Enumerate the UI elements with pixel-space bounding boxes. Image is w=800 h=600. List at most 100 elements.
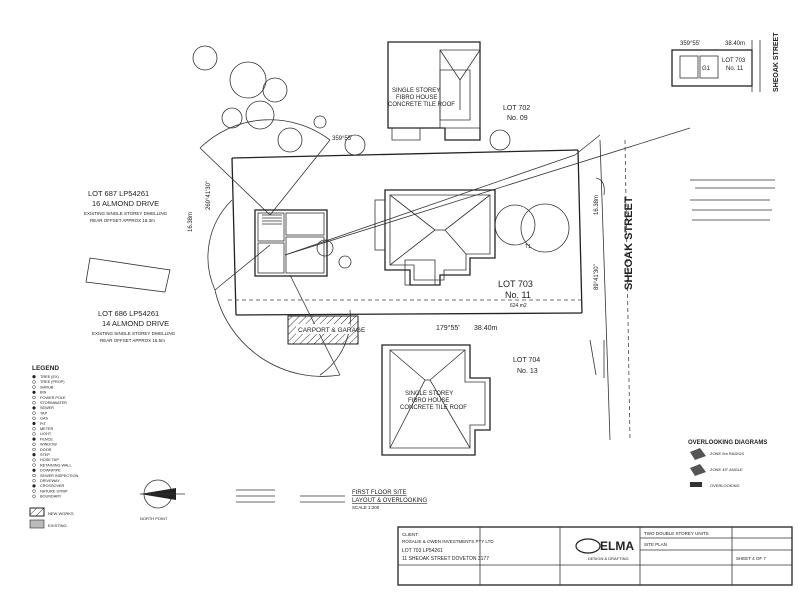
lot704-name: LOT 704	[513, 357, 540, 364]
lot686-sub1: EXISTING SINGLE STOREY DWELLING	[92, 331, 176, 336]
sheoak-street-road	[589, 139, 631, 441]
inset-street: SHEOAK STREET	[773, 32, 780, 92]
legend-item-label: BIN	[40, 391, 47, 395]
legend-item-label: STEP	[40, 453, 50, 457]
lot704-number: No. 13	[517, 368, 538, 375]
lot687-name: LOT 687 LP54261	[88, 189, 149, 198]
inset-g1: G1	[702, 66, 711, 72]
legend-symbol-icon	[32, 390, 36, 394]
right-boundary-bearing: 89°41'30"	[594, 264, 600, 290]
lot687-address: 16 ALMOND DRIVE	[92, 199, 159, 208]
first-floor-note-line1: FIRST FLOOR SITE	[352, 490, 407, 496]
legend-symbol-icon	[32, 380, 36, 384]
lot687-sub2: REAR OFFSET APPROX 18.3m	[90, 218, 155, 223]
legend-symbol-icon	[32, 468, 36, 472]
legend-symbol-icon	[32, 427, 36, 431]
north-arrow-note: NORTH POINT	[140, 516, 168, 521]
lot703-house	[374, 189, 496, 286]
tb-company-sub: DESIGN & DRAFTING	[588, 556, 629, 561]
inset-number: No. 11	[726, 66, 744, 72]
lot704-house-line3: CONCRETE TILE ROOF	[400, 405, 467, 411]
legend-symbol-icon	[32, 494, 36, 498]
lot686-address: 14 ALMOND DRIVE	[102, 319, 169, 328]
overlooking-item2: ZONE 45° ANGLE	[710, 467, 743, 472]
overlook-icon-2	[690, 464, 706, 476]
tb-project: TWO DOUBLE STOREY UNITS	[644, 531, 709, 536]
inset-bearing: 359°55'	[680, 41, 700, 47]
legend-symbol-icon	[32, 484, 36, 488]
sheoak-street-label: SHEOAK STREET	[623, 196, 635, 290]
misc-notes	[236, 489, 345, 503]
legend-title: LEGEND	[32, 365, 59, 372]
tb-client-label: CLIENT:	[402, 532, 419, 537]
lot686-name: LOT 686 LP54261	[98, 309, 159, 318]
legend-symbol-icon	[32, 406, 36, 410]
lot702-number: No. 09	[507, 115, 528, 122]
legend-symbol-icon	[32, 447, 36, 452]
legend-box: LEGEND	[32, 365, 59, 372]
inset-lot: LOT 703	[722, 58, 746, 64]
lot703-area: 624 m2	[510, 303, 527, 309]
north-arrow-icon	[140, 479, 185, 509]
legend-item-label: DOOR	[40, 448, 52, 452]
legend-item-label: METER	[40, 427, 54, 431]
legend-hatch-existing-label: EXISTING	[48, 523, 67, 528]
legend-item-label: CROSSOVER	[40, 484, 65, 488]
legend-item-label: SEWER	[40, 406, 54, 410]
legend-item-label: LIGHT	[40, 432, 52, 436]
trees	[192, 45, 570, 269]
legend-symbol-icon	[32, 479, 36, 483]
legend-item-label: NATURE STRIP	[40, 489, 68, 493]
legend-symbol-icon	[32, 395, 36, 400]
carport-label-bg	[296, 324, 350, 334]
elma-logo-icon	[575, 538, 601, 554]
scale-note: SCALE 1:200	[352, 505, 380, 510]
legend-item-label: SHRUB	[40, 385, 54, 389]
left-boundary-bearing: 269°41'30"	[206, 181, 212, 210]
neighbour-shed	[85, 257, 171, 293]
legend-symbol-icon	[32, 463, 36, 467]
lot687-sub1: EXISTING SINGLE STOREY DWELLING	[84, 211, 168, 216]
overlook-notes	[690, 179, 775, 221]
tb-address: 11 SHEOAK STREET DOVETON 3177	[402, 556, 489, 562]
lot704-house-line1: SINGLE STOREY	[405, 391, 453, 397]
lot704-house	[381, 344, 491, 456]
legend-symbol-icon	[32, 401, 36, 405]
legend-item-label: BOUNDARY	[40, 495, 62, 499]
legend-item-label: DOWNPIPE	[40, 469, 61, 473]
legend-symbol-icon	[32, 442, 36, 446]
overlook-icon-1	[690, 448, 706, 460]
legend-item-label: POWER POLE	[40, 396, 66, 400]
lot703-number: No. 11	[505, 290, 531, 300]
overlooking-item1: ZONE 9m RADIUS	[710, 451, 744, 456]
tb-company: ELMA	[600, 539, 634, 553]
legend-symbol-icon	[32, 416, 36, 420]
right-boundary-length: 16.38m	[594, 195, 600, 215]
lot702-house-line1: SINGLE STOREY	[392, 88, 440, 94]
legend-symbol-icon	[32, 385, 36, 389]
lot702-house	[387, 41, 481, 141]
legend-item-label: DRIVEWAY	[40, 479, 60, 483]
tb-drawing: SITE PLAN	[644, 542, 667, 547]
legend-item-label: TREE (EX)	[40, 375, 60, 379]
overlooking-zone	[199, 119, 691, 377]
left-boundary-length: 16.38m	[188, 212, 194, 232]
inset-length: 38.40m	[725, 41, 745, 47]
legend-symbol-icon	[32, 453, 36, 457]
legend-symbol-icon	[32, 473, 36, 478]
tree-t1-label: T1	[525, 244, 531, 250]
lot704-house-line2: FIBRO HOUSE	[408, 398, 449, 404]
legend-hatch-existing	[29, 519, 45, 529]
legend-hatch-new	[29, 507, 45, 517]
bottom-boundary-length: 38.40m	[474, 325, 498, 332]
lot702-house-line2: FIBRO HOUSE	[396, 95, 437, 101]
carport-label: CARPORT & GARAGE	[298, 327, 366, 334]
inset-key-plan	[671, 40, 761, 92]
first-floor-note-line2: LAYOUT & OVERLOOKING	[352, 498, 427, 504]
lot703-boundary	[228, 149, 585, 316]
legend-item-label: PIT	[40, 422, 47, 426]
first-floor-unit	[254, 209, 328, 277]
legend-symbol-icon	[32, 432, 36, 436]
